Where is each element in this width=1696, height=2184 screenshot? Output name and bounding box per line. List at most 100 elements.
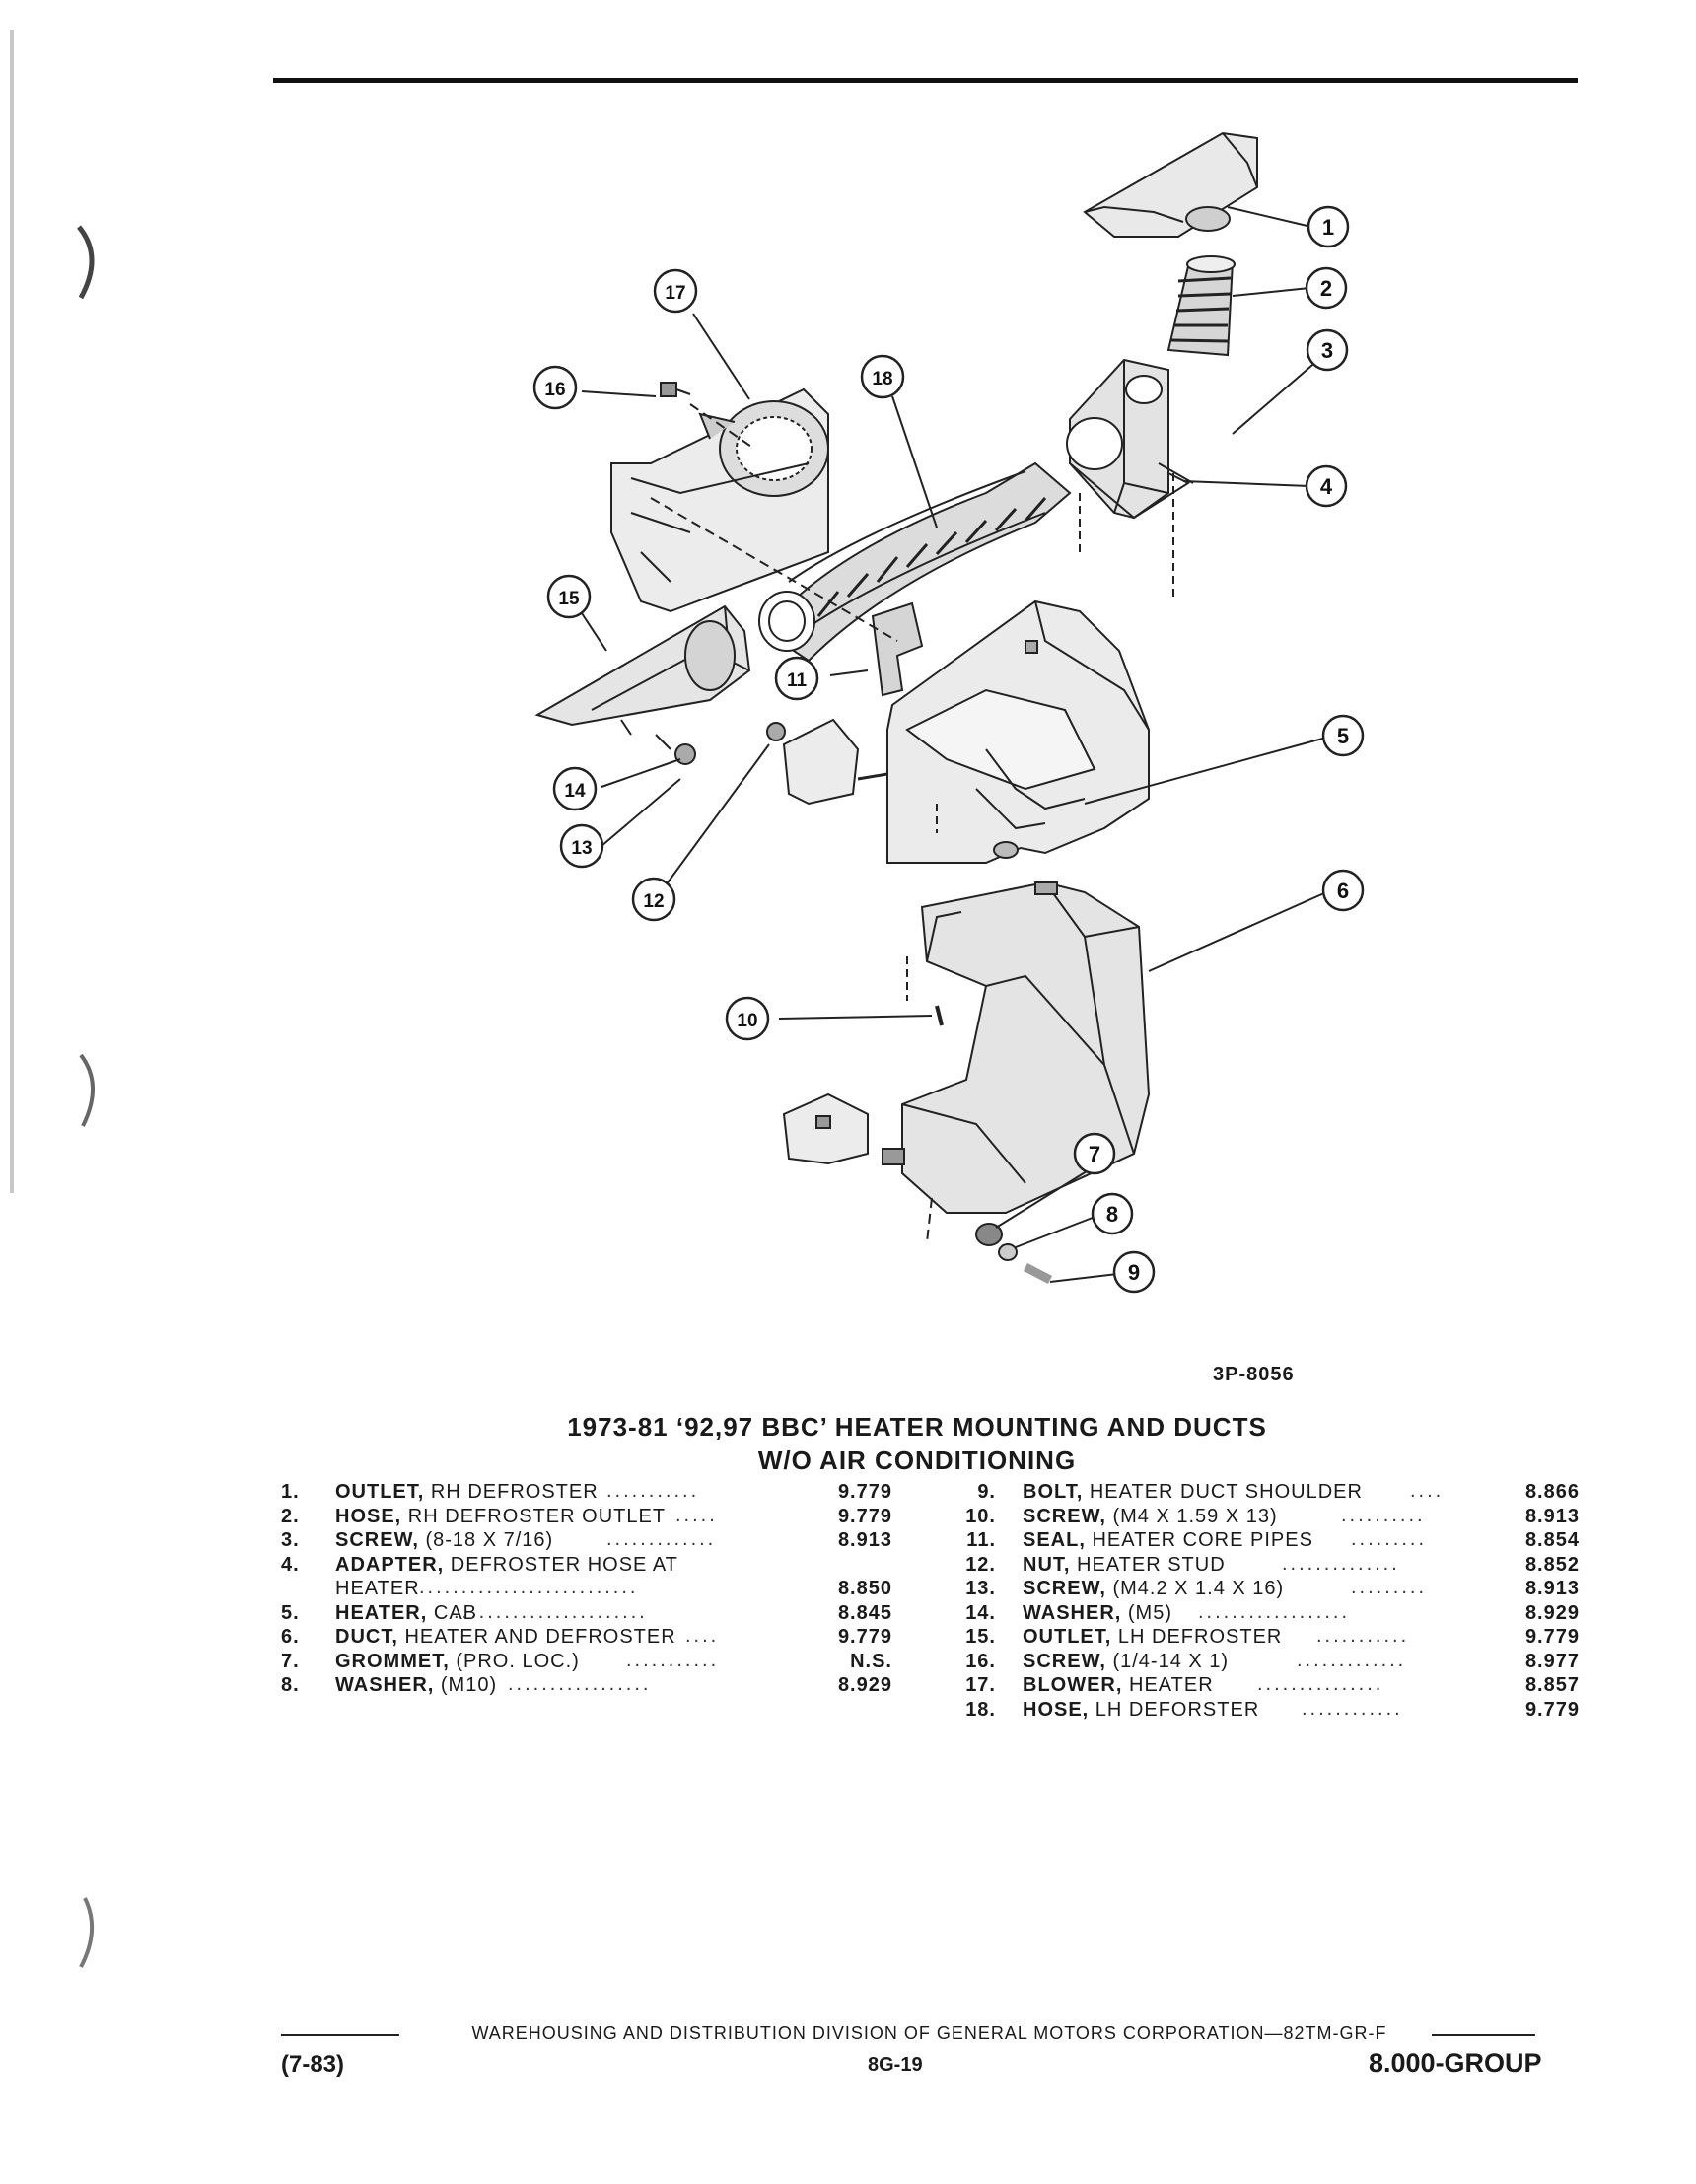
part-description: OUTLET, RH DEFROSTER xyxy=(335,1481,599,1503)
defroster-hose-adapter xyxy=(1066,358,1194,520)
header-rule xyxy=(273,78,1578,83)
part-number: 15. xyxy=(965,1626,996,1648)
figure-code: 3P-8056 xyxy=(1213,1364,1295,1385)
part-description-cont: HEATER xyxy=(335,1578,420,1599)
grommet-washer-bolt xyxy=(975,1223,1053,1284)
parts-row: 4. ADAPTER, DEFROSTER HOSE AT xyxy=(281,1554,892,1579)
blower-screw xyxy=(660,382,691,397)
leader-dots: .......... xyxy=(1341,1504,1426,1526)
part-description: SCREW, (8-18 X 7/16) xyxy=(335,1529,554,1551)
group-code: 9.779 xyxy=(1524,1698,1580,1721)
parts-row: 8. WASHER, (M10) ................. 8.929 xyxy=(281,1673,892,1699)
firewall-panel-upper xyxy=(782,718,888,806)
callout-17: 17 xyxy=(653,268,698,314)
svg-text:3: 3 xyxy=(1321,338,1333,363)
group-code: 8.854 xyxy=(1524,1529,1580,1551)
svg-text:16: 16 xyxy=(544,380,565,400)
group-code: 8.913 xyxy=(837,1529,892,1551)
callout-6: 6 xyxy=(1321,869,1365,912)
group-code: 9.779 xyxy=(837,1481,892,1503)
part-description: SCREW, (M4 X 1.59 X 13) xyxy=(1023,1505,1278,1527)
parts-row: HEATER .......................... 8.850 xyxy=(281,1577,892,1602)
parts-row: 14. WASHER, (M5) .................. 8.92… xyxy=(956,1600,1580,1627)
part-description: NUT, HEATER STUD xyxy=(1023,1553,1226,1576)
callout-15: 15 xyxy=(546,574,592,619)
callout-8: 8 xyxy=(1091,1192,1134,1235)
leader-dots: ........... xyxy=(606,1480,700,1502)
rh-defroster-outlet xyxy=(1083,131,1258,238)
callout-9: 9 xyxy=(1112,1250,1156,1294)
part-number: 14. xyxy=(965,1601,996,1624)
svg-text:17: 17 xyxy=(665,283,685,304)
svg-text:6: 6 xyxy=(1337,879,1349,903)
part-number: 6. xyxy=(281,1626,300,1648)
svg-text:10: 10 xyxy=(737,1011,757,1031)
callout-4: 4 xyxy=(1305,464,1348,508)
callout-16: 16 xyxy=(532,365,578,410)
parts-row: 3. SCREW, (8-18 X 7/16) ............. 8.… xyxy=(281,1528,892,1554)
parts-row: 16. SCREW, (1/4-14 X 1) ............. 8.… xyxy=(956,1649,1580,1675)
part-number: 4. xyxy=(281,1553,300,1576)
svg-text:13: 13 xyxy=(571,838,592,859)
svg-text:9: 9 xyxy=(1128,1260,1140,1285)
parts-row: 5. HEATER, CAB ....................... 8… xyxy=(281,1601,892,1627)
leader-dots: ......... xyxy=(1351,1577,1428,1598)
svg-text:4: 4 xyxy=(1320,474,1333,499)
leader-dots: ................. xyxy=(508,1673,652,1695)
part-number: 16. xyxy=(965,1650,996,1672)
svg-text:14: 14 xyxy=(564,781,586,802)
callout-11: 11 xyxy=(774,656,819,701)
leader-dots: .... xyxy=(1410,1480,1445,1502)
part-number: 10. xyxy=(965,1505,996,1527)
leader-dots: ............. xyxy=(1297,1649,1407,1671)
parts-row: 11. SEAL, HEATER CORE PIPES ......... 8.… xyxy=(956,1528,1580,1554)
callout-14: 14 xyxy=(552,766,598,811)
group-code: 8.845 xyxy=(837,1601,892,1624)
part-description: BOLT, HEATER DUCT SHOULDER xyxy=(1023,1481,1363,1503)
parts-list-right: 9. BOLT, HEATER DUCT SHOULDER .... 8.866… xyxy=(956,1480,1580,1724)
part-number: 12. xyxy=(965,1553,996,1576)
part-number: 8. xyxy=(281,1674,300,1696)
footer-date: (7-83) xyxy=(281,2051,345,2078)
heater-core-seal xyxy=(871,601,924,697)
group-code: 8.850 xyxy=(837,1578,892,1599)
footer-rule-left xyxy=(281,2034,399,2036)
part-number: 1. xyxy=(281,1481,300,1503)
leader-dots: .............. xyxy=(1282,1552,1400,1575)
footer-group: 8.000-GROUP xyxy=(1369,2048,1542,2078)
leader-dots: .......................... xyxy=(419,1577,639,1598)
svg-text:18: 18 xyxy=(872,369,892,389)
part-description: OUTLET, LH DEFROSTER xyxy=(1023,1626,1283,1648)
callout-12: 12 xyxy=(631,877,676,922)
rh-defroster-hose xyxy=(1166,255,1236,357)
group-code: 8.977 xyxy=(1524,1650,1580,1672)
lh-defroster-hose xyxy=(758,461,1072,663)
duct-screw xyxy=(935,1005,944,1026)
parts-row: 18. HOSE, LH DEFORSTER ............ 9.77… xyxy=(956,1698,1580,1724)
svg-text:2: 2 xyxy=(1320,276,1332,301)
svg-text:8: 8 xyxy=(1106,1202,1118,1227)
leader-dots: ........... xyxy=(1316,1625,1410,1647)
part-number: 11. xyxy=(966,1529,996,1551)
leader-dots: ..... xyxy=(675,1504,718,1526)
parts-row: 1. OUTLET, RH DEFROSTER ........... 9.77… xyxy=(281,1480,892,1506)
blower-heater xyxy=(610,387,829,613)
leader-dots: .................. xyxy=(1198,1600,1351,1623)
callout-1: 1 xyxy=(1307,205,1350,248)
binder-hole-mark xyxy=(77,225,95,300)
part-description: HOSE, RH DEFROSTER OUTLET xyxy=(335,1505,667,1527)
part-description: HOSE, LH DEFORSTER xyxy=(1023,1698,1260,1721)
parts-row: 9. BOLT, HEATER DUCT SHOULDER .... 8.866 xyxy=(956,1480,1580,1506)
callout-7: 7 xyxy=(1073,1132,1116,1175)
part-number: 2. xyxy=(281,1505,300,1527)
heater-defroster-duct xyxy=(901,881,1151,1214)
part-number: 5. xyxy=(281,1601,300,1624)
binder-edge xyxy=(10,30,14,1193)
group-code: 8.857 xyxy=(1524,1674,1580,1696)
leader-dots: .... xyxy=(685,1625,720,1647)
binder-hole-mark xyxy=(79,1897,95,1968)
part-number: 9. xyxy=(977,1481,996,1503)
part-number: 17. xyxy=(965,1674,996,1696)
parts-row: 10. SCREW, (M4 X 1.59 X 13) .......... 8… xyxy=(956,1504,1580,1530)
parts-row: 17. BLOWER, HEATER ............... 8.857 xyxy=(956,1673,1580,1699)
